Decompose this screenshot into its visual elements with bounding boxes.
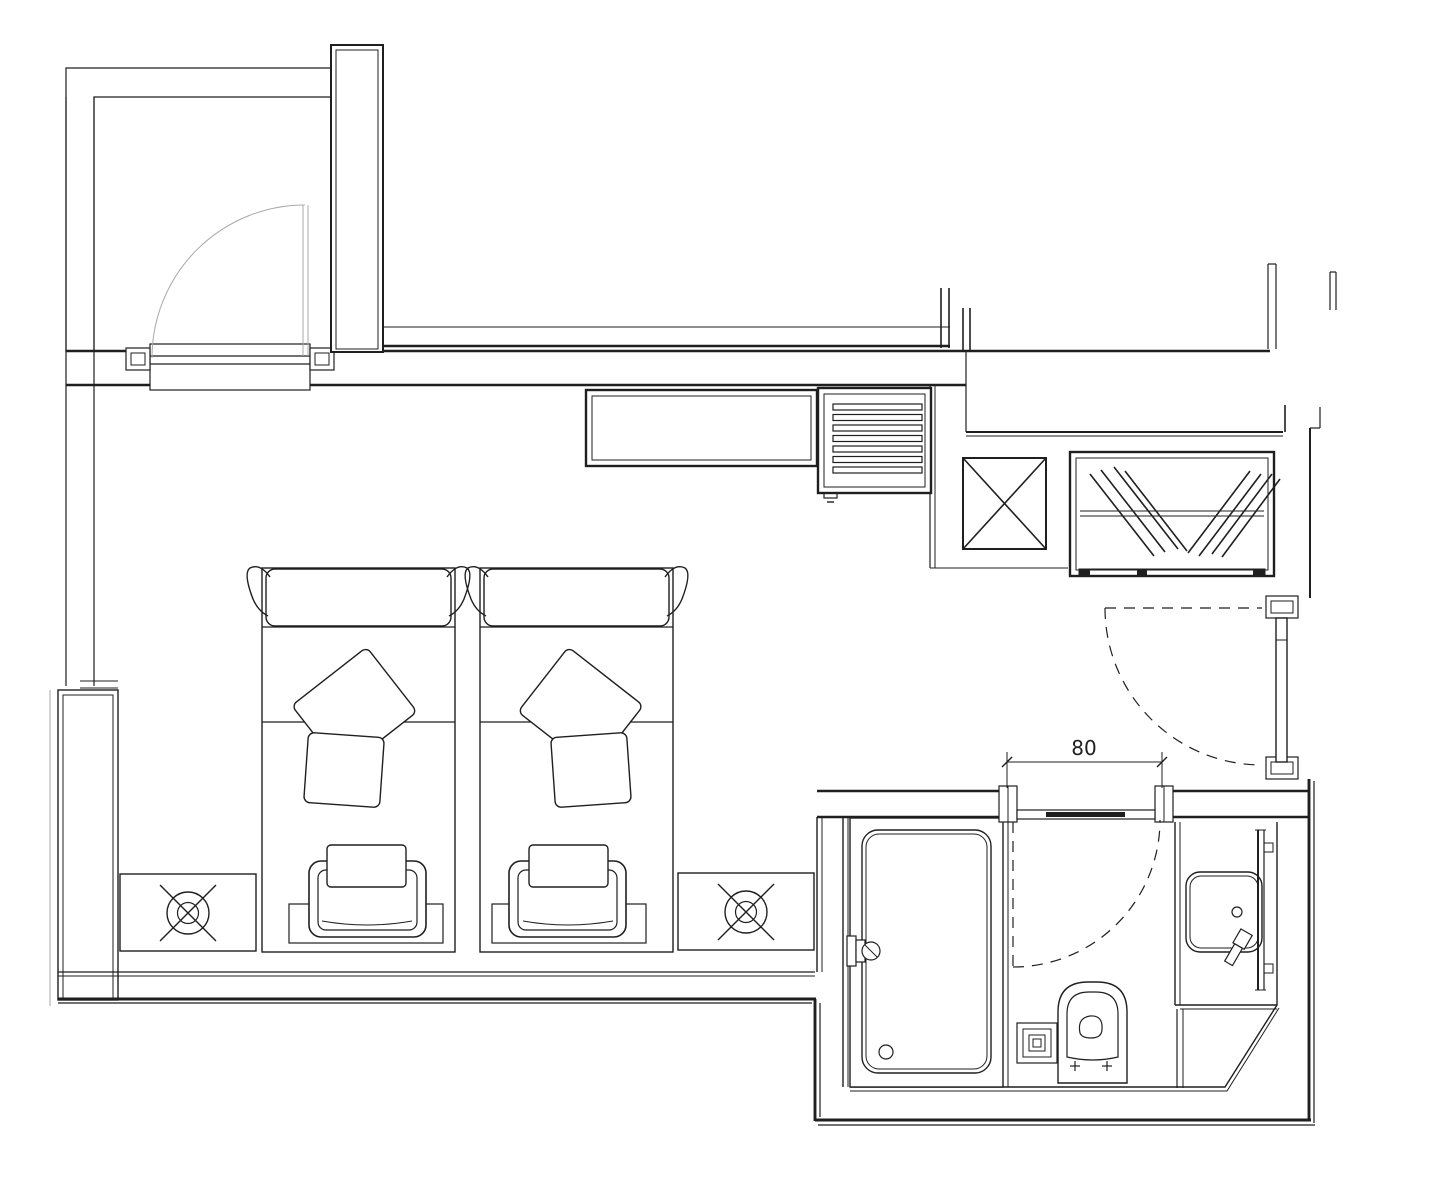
dimension-label: 80 bbox=[1071, 736, 1096, 760]
mirror bbox=[1255, 829, 1274, 991]
vestibule-door bbox=[125, 204, 335, 391]
sink bbox=[1185, 871, 1263, 967]
minibar-cabinet bbox=[816, 386, 933, 503]
duct-shaft bbox=[962, 457, 1047, 550]
toilet-fixing-marks bbox=[1070, 1061, 1112, 1071]
duct-column bbox=[330, 44, 384, 353]
exterior-walls bbox=[49, 67, 1337, 1126]
vanity-counter bbox=[1174, 822, 1277, 1088]
vestibule-door-swing bbox=[151, 204, 309, 359]
console-cabinet bbox=[584, 388, 819, 468]
nightstand-right bbox=[677, 872, 815, 951]
entry-door bbox=[1104, 595, 1299, 780]
twin-bed-right bbox=[464, 565, 689, 953]
wardrobe-track bbox=[1078, 568, 1266, 577]
wardrobe-door-hatch bbox=[1089, 466, 1281, 558]
bathroom-door bbox=[998, 785, 1174, 968]
louver-slats bbox=[832, 403, 923, 474]
nightstand-left bbox=[119, 873, 257, 952]
twin-bed-left bbox=[246, 565, 471, 953]
sink-faucet bbox=[1223, 928, 1254, 967]
entry-door-swing bbox=[1104, 607, 1263, 766]
tub-faucet bbox=[846, 935, 881, 967]
wardrobe bbox=[1068, 450, 1281, 578]
dimension-80: 80 bbox=[1001, 736, 1168, 788]
floor-drain bbox=[1016, 1022, 1058, 1064]
bathroom-door-swing bbox=[1012, 819, 1161, 968]
bathtub bbox=[846, 817, 1009, 1088]
tub-drain bbox=[878, 1044, 894, 1060]
toilet bbox=[1057, 981, 1128, 1084]
bathroom: 80 bbox=[846, 736, 1277, 1088]
